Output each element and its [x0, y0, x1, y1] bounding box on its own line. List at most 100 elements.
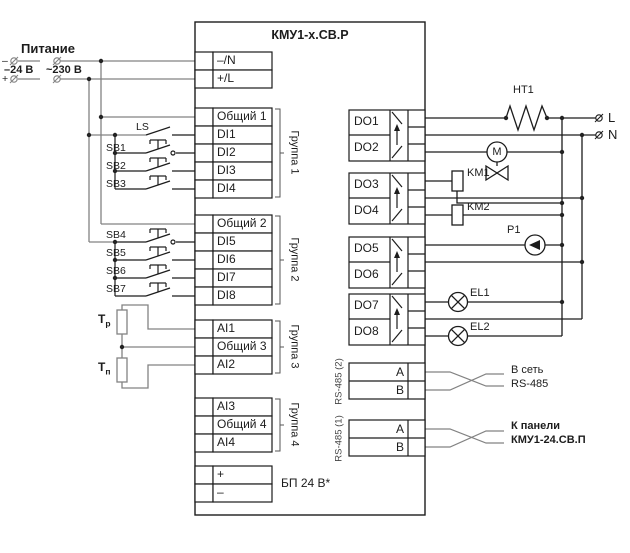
terminal-common1: Общий 1 — [217, 109, 267, 123]
switch-ls-icon — [145, 126, 195, 136]
lamp-el1-label: EL1 — [470, 287, 490, 299]
terminal-common3: Общий 3 — [217, 339, 267, 353]
terminal-di4: DI4 — [217, 181, 236, 195]
supply-l-label: L — [608, 110, 616, 125]
rs485-1-label: RS-485 (1) — [333, 415, 345, 462]
group-brackets — [275, 108, 284, 452]
terminal-rs1-b: B — [395, 440, 404, 454]
terminal-di3: DI3 — [217, 163, 236, 177]
thermistor-tp-icon — [116, 357, 128, 383]
terminal-di1: DI1 — [217, 127, 236, 141]
switch-sb4-label: SB4 — [106, 229, 126, 241]
heater-ht1-label: HT1 — [513, 84, 534, 96]
dc-minus-sign: – — [2, 55, 8, 67]
relay-contact-do5-do6-icon — [391, 238, 403, 286]
switch-sb4-icon — [145, 228, 195, 245]
terminal-common4: Общий 4 — [217, 417, 267, 431]
terminal-l: +/L — [217, 71, 235, 85]
pump-p1-label: P1 — [507, 224, 521, 236]
terminal-do7: DO7 — [354, 298, 379, 312]
switch-sb7-label: SB7 — [106, 283, 126, 295]
contactor-km1-label: KM1 — [467, 167, 490, 179]
switch-ls-label: LS — [136, 121, 149, 133]
terminal-common2: Общий 2 — [217, 216, 267, 230]
dc-voltage-label: –24 В — [4, 64, 34, 76]
tp-base: Т — [98, 360, 106, 374]
lamp-el2-icon — [447, 325, 469, 347]
terminal-ai3: AI3 — [217, 399, 236, 413]
terminal-do8: DO8 — [354, 324, 379, 338]
tr-sub: р — [105, 318, 111, 329]
junction-dots — [86, 58, 585, 350]
terminal-ai1: AI1 — [217, 321, 236, 335]
rs485-panel-dest-line1: К панели — [511, 420, 561, 432]
power-title: Питание — [20, 41, 75, 56]
switch-sb5-label: SB5 — [106, 247, 126, 259]
tr-base: Т — [98, 312, 106, 326]
switch-sb7-icon — [145, 282, 195, 297]
terminal-n: –/N — [217, 53, 236, 67]
terminal-di6: DI6 — [217, 252, 236, 266]
switch-sb1-label: SB1 — [106, 142, 126, 154]
supply-n-label: N — [608, 127, 618, 142]
rs485-panel-dest-line2: КМУ1-24.СВ.П — [511, 434, 586, 446]
relay-contact-do1-do2-icon — [391, 111, 403, 159]
terminal-di8: DI8 — [217, 288, 236, 302]
load-components — [447, 141, 546, 347]
power-wires — [18, 60, 195, 243]
terminal-ai4: AI4 — [217, 435, 236, 449]
lamp-el1-icon — [447, 291, 469, 313]
sensor-wires — [116, 304, 195, 389]
terminal-ai2: AI2 — [217, 357, 236, 371]
lamp-el2-label: EL2 — [470, 321, 490, 333]
terminal-psu-minus: – — [217, 485, 224, 499]
switch-sb5-icon — [145, 246, 195, 261]
switch-sb1-icon — [145, 139, 195, 156]
terminal-do2: DO2 — [354, 140, 379, 154]
terminal-psu-plus: + — [217, 467, 225, 481]
left-terminal-boxes — [194, 51, 273, 503]
tp-sub: п — [105, 366, 111, 377]
thermistor-tp-label: Тп — [98, 361, 110, 378]
switch-sb3-icon — [145, 175, 195, 190]
switch-sb6-label: SB6 — [106, 265, 126, 277]
thermistor-tr-label: Тр — [98, 313, 111, 330]
group3-label: Группа 3 — [288, 324, 301, 369]
terminal-do5: DO5 — [354, 241, 379, 255]
group1-label: Группа 1 — [288, 130, 301, 175]
group2-label: Группа 2 — [288, 237, 301, 282]
terminal-di2: DI2 — [217, 145, 236, 159]
terminal-do6: DO6 — [354, 267, 379, 281]
rs485-wires — [425, 371, 504, 448]
terminal-do4: DO4 — [354, 203, 379, 217]
device-title: КМУ1-х.СВ.Р — [271, 28, 349, 42]
contactor-km2-coil-icon — [451, 204, 464, 226]
terminal-do3: DO3 — [354, 177, 379, 191]
group4-label: Группа 4 — [288, 402, 301, 447]
relay-contact-do3-do4-icon — [391, 174, 403, 222]
motor-m-label: M — [492, 146, 502, 158]
pump-p1-icon — [524, 234, 546, 256]
thermistor-tr-icon — [116, 309, 128, 335]
switch-sb3-label: SB3 — [106, 178, 126, 190]
supply-terminal-icons — [594, 113, 604, 140]
terminal-rs1-a: A — [395, 422, 404, 436]
do-relay-blocks — [348, 109, 426, 457]
terminal-screw-icons — [9, 56, 62, 84]
terminal-di7: DI7 — [217, 270, 236, 284]
terminal-rs2-a: A — [395, 365, 404, 379]
dc-plus-sign: + — [2, 73, 9, 85]
psu-label: БП 24 В* — [281, 476, 331, 490]
contactor-km1-coil-icon — [451, 170, 464, 192]
switch-sb6-icon — [145, 264, 195, 279]
rs485-net-dest-line2: RS-485 — [511, 378, 549, 390]
terminal-do1: DO1 — [354, 114, 379, 128]
contactor-km2-label: KM2 — [467, 201, 490, 213]
rs485-net-dest-line1: В сеть — [511, 364, 544, 376]
ac-voltage-label: ~230 В — [46, 64, 82, 76]
heater-ht1-icon — [505, 103, 548, 133]
relay-contact-do7-do8-icon — [391, 295, 403, 343]
terminal-di5: DI5 — [217, 234, 236, 248]
